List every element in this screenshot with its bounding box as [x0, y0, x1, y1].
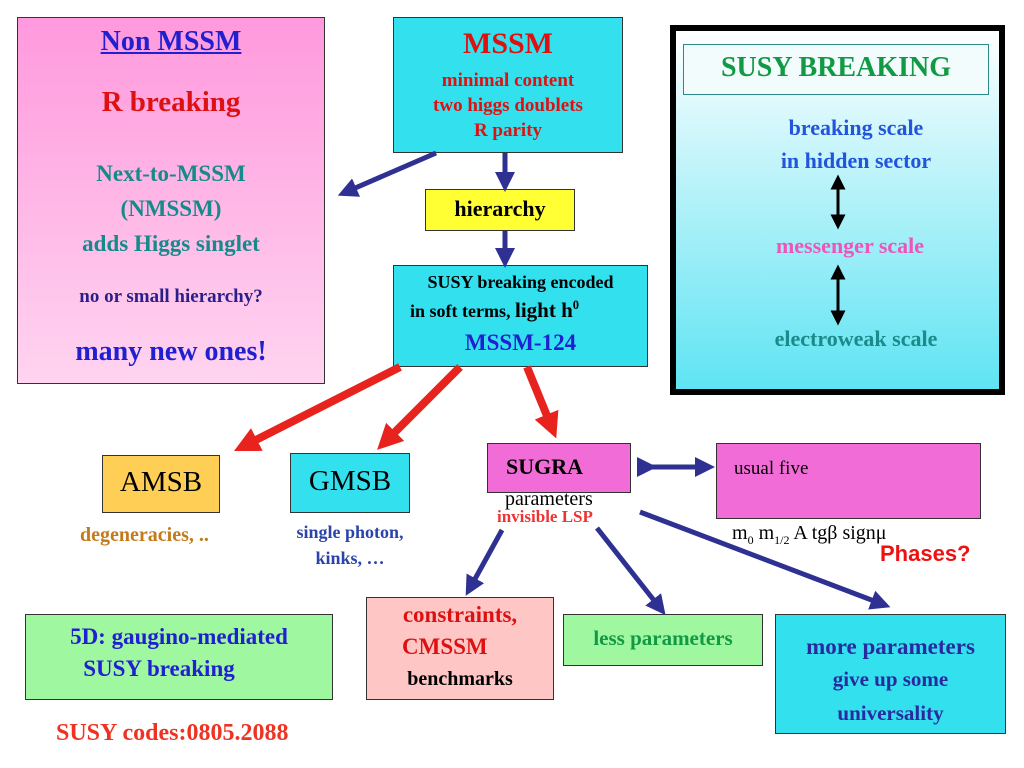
- mssm-box: [393, 17, 623, 153]
- breaking-scale-line2: in hidden sector: [780, 148, 932, 173]
- invisible-lsp: invisible LSP: [497, 507, 593, 526]
- soft-terms-line2-a: in soft terms,: [410, 301, 511, 321]
- m0-symbol: m: [732, 522, 748, 544]
- sugra-parameter-list: m0 m1/2 A tgβ signμ: [732, 522, 887, 548]
- messenger-scale: messenger scale: [775, 233, 925, 258]
- hierarchy-box: [425, 189, 575, 231]
- arrow-soft-to-sugra: [523, 365, 559, 439]
- non-mssm-box: [17, 17, 325, 384]
- fived-line2: SUSY breaking: [83, 656, 235, 681]
- electroweak-scale: electroweak scale: [774, 326, 938, 351]
- less-parameters-label: less parameters: [593, 626, 733, 650]
- breaking-scale-line1: breaking scale: [788, 115, 924, 140]
- hierarchy-label: hierarchy: [454, 196, 546, 221]
- gmsb-note-line2: kinks, …: [315, 548, 385, 568]
- arrow-sugra-to-more: [639, 509, 891, 610]
- fived-line1: 5D: gaugino-mediated: [70, 624, 288, 649]
- nmssm-line3: adds Higgs singlet: [82, 231, 260, 256]
- more-parameters-line1: more parameters: [806, 634, 975, 659]
- light-h0: light h0: [515, 298, 579, 322]
- arrow-mssm-to-nonmssm: [337, 150, 437, 197]
- constraints-line1: constraints,: [402, 602, 518, 627]
- m12-symbol: m: [758, 522, 775, 544]
- r-breaking-label: R breaking: [101, 86, 241, 118]
- hierarchy-question: no or small hierarchy?: [79, 286, 263, 307]
- more-parameters-line3: universality: [837, 701, 944, 725]
- more-parameters-line2: give up some: [832, 667, 949, 691]
- usual-five-label: usual five: [734, 458, 809, 479]
- sugra-box: [487, 443, 631, 493]
- sugra-label: SUGRA: [506, 454, 584, 479]
- gmsb-note-line1: single photon,: [296, 522, 404, 542]
- usual-five-box: [716, 443, 981, 519]
- nmssm-line1: Next-to-MSSM: [96, 161, 246, 186]
- sugra-parameters: parameters: [505, 488, 593, 510]
- gmsb-label: GMSB: [308, 465, 392, 497]
- susy-breaking-title: SUSY BREAKING: [720, 52, 951, 83]
- susy-codes-label: SUSY codes:0805.2088: [56, 720, 289, 746]
- many-new-ones: many new ones!: [75, 336, 267, 367]
- more-parameters-box: [775, 614, 1006, 734]
- m0-subscript: 0: [747, 533, 754, 547]
- phases-label: Phases?: [880, 541, 971, 566]
- light-h-text: light h: [514, 298, 573, 322]
- a-tgb-sign: A tgβ signμ: [793, 522, 887, 544]
- gmsb-box: [290, 453, 410, 513]
- amsb-box: [102, 455, 220, 513]
- susy-breaking-title-box: [683, 44, 989, 95]
- amsb-label: AMSB: [119, 466, 203, 498]
- constraints-box: [366, 597, 554, 700]
- arrow-soft-to-gmsb: [377, 364, 463, 450]
- mssm-line1: minimal content: [441, 70, 575, 91]
- mssm-title: MSSM: [463, 27, 553, 60]
- fived-box: [25, 614, 333, 700]
- constraints-line3: benchmarks: [407, 668, 513, 690]
- arrow-sugra-to-less: [595, 526, 666, 616]
- amsb-note: degeneracies, ..: [80, 524, 209, 546]
- mssm-line3: R parity: [473, 120, 543, 141]
- nmssm-line2: (NMSSM): [120, 196, 222, 221]
- soft-terms-box: [393, 265, 648, 367]
- mssm-line2: two higgs doublets: [433, 95, 583, 116]
- non-mssm-title: Non MSSM: [100, 26, 242, 57]
- constraints-line2: CMSSM: [402, 634, 488, 659]
- soft-terms-line1: SUSY breaking encoded: [427, 272, 614, 292]
- h-superscript: 0: [572, 298, 580, 312]
- mssm-124-label: MSSM-124: [464, 330, 577, 355]
- soft-terms-line2: in soft terms, light h0: [410, 298, 579, 323]
- m12-subscript: 1/2: [774, 533, 790, 547]
- arrow-sugra-to-constraints: [465, 528, 505, 596]
- arrow-soft-to-amsb: [234, 363, 402, 452]
